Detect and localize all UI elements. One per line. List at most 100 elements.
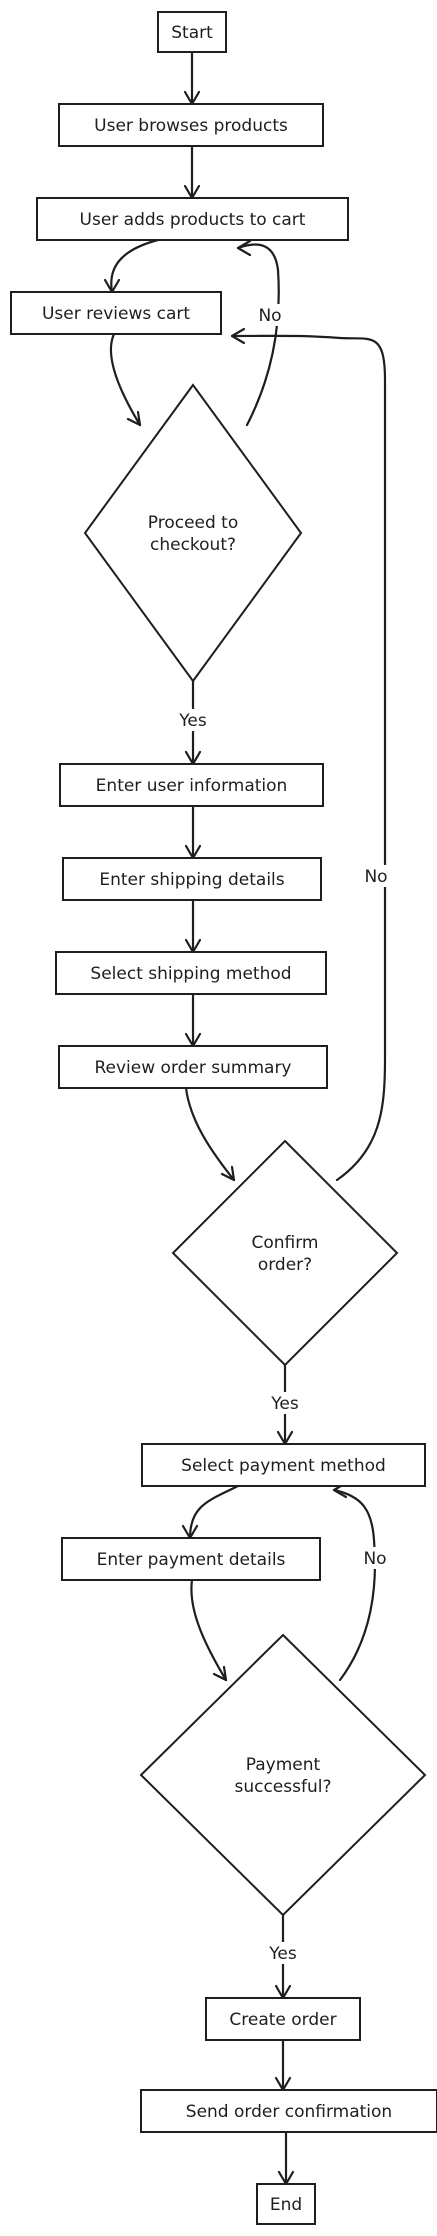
edge-browse-to-add-cart (183, 144, 201, 200)
connector-line (110, 238, 160, 294)
node-review-cart: User reviews cart (10, 291, 222, 335)
edge-payment-method-to-payment-details (181, 1484, 240, 1540)
node-label: Select payment method (181, 1456, 386, 1476)
node-shipping-method: Select shipping method (55, 951, 327, 995)
arrowhead-icon (236, 239, 252, 257)
edge-label-no: No (361, 1547, 389, 1569)
edge-label-background (265, 1392, 305, 1414)
node-box (62, 857, 322, 901)
node-box (157, 11, 227, 53)
node-payment-method: Select payment method (141, 1443, 426, 1487)
node-label: Enter payment details (97, 1550, 286, 1570)
edge-label-yes: Yes (173, 709, 213, 731)
edge-label-text: Yes (270, 1394, 299, 1414)
edge-label-text: No (364, 867, 387, 887)
arrowhead-icon (230, 327, 246, 345)
edge-review-cart-to-proceed (109, 332, 142, 427)
node-box (141, 1443, 426, 1487)
edge-label-background (173, 709, 213, 731)
node-label: User reviews cart (42, 304, 190, 324)
node-label: successful? (234, 1777, 331, 1797)
arrowhead-icon (126, 410, 142, 427)
decision-diamond (171, 1139, 399, 1367)
edge-create-order-to-send-confirmation (274, 2038, 292, 2092)
node-order-summary: Review order summary (58, 1045, 328, 1089)
decision-diamond (83, 383, 303, 683)
node-box (58, 1045, 328, 1089)
node-create-order: Create order (205, 1997, 361, 2041)
node-label: Enter user information (96, 776, 288, 796)
connector-line (332, 1488, 377, 1682)
node-label: Send order confirmation (186, 2102, 392, 2122)
node-box (58, 103, 324, 147)
edge-user-info-to-shipping-details (184, 804, 202, 860)
arrowhead-icon (220, 1165, 236, 1182)
edge-label-background (263, 1942, 303, 1964)
edge-label-background (361, 1547, 389, 1569)
connector-line (184, 1086, 236, 1182)
edge-start-to-browse (183, 50, 201, 106)
edge-label-yes: Yes (263, 1942, 303, 1964)
connector-line (109, 332, 142, 427)
edge-label-text: No (363, 1549, 386, 1569)
node-shipping-details: Enter shipping details (62, 857, 322, 901)
edge-label-yes: Yes (265, 1392, 305, 1414)
connector-line (230, 334, 387, 1182)
node-box (256, 2183, 316, 2225)
node-label: Enter shipping details (99, 870, 284, 890)
node-label: Start (171, 23, 213, 43)
node-label: User browses products (94, 116, 288, 136)
edge-payment-details-to-payment-ok (190, 1578, 228, 1682)
edge-label-no: No (256, 304, 284, 326)
node-label: checkout? (150, 535, 236, 555)
node-box (10, 291, 222, 335)
node-box (55, 951, 327, 995)
arrowhead-icon (212, 1665, 228, 1682)
node-label: Proceed to (148, 513, 239, 533)
node-end: End (256, 2183, 316, 2225)
edge-label-text: Yes (178, 711, 207, 731)
node-box (140, 2089, 437, 2133)
node-box (36, 197, 349, 241)
edge-confirm-to-review-cart (230, 327, 387, 1182)
edge-shipping-details-to-shipping-method (184, 898, 202, 954)
decision-diamond (139, 1633, 427, 1917)
node-label: Create order (229, 2010, 336, 2030)
node-send-confirmation: Send order confirmation (140, 2089, 437, 2133)
node-label: Confirm (251, 1233, 318, 1253)
node-label: User adds products to cart (80, 210, 306, 230)
edge-label-text: Yes (268, 1944, 297, 1964)
node-browse: User browses products (58, 103, 324, 147)
connector-line (188, 1484, 240, 1540)
node-box (61, 1537, 321, 1581)
node-label: Select shipping method (90, 964, 291, 984)
edge-label-background (362, 865, 390, 887)
connector-line (190, 1578, 228, 1682)
node-user-info: Enter user information (59, 763, 324, 807)
connector-line (236, 243, 280, 427)
node-box (205, 1997, 361, 2041)
edge-shipping-method-to-order-summary (184, 992, 202, 1048)
edge-label-text: No (258, 306, 281, 326)
node-start: Start (157, 11, 227, 53)
edge-payment-ok-to-payment-method (332, 1481, 377, 1682)
node-payment-details: Enter payment details (61, 1537, 321, 1581)
edge-order-summary-to-confirm (184, 1086, 236, 1182)
edge-label-no: No (362, 865, 390, 887)
edge-label-background (256, 304, 284, 326)
node-label: End (270, 2195, 302, 2215)
edge-add-cart-to-review-cart (103, 238, 160, 294)
node-label: Payment (246, 1755, 321, 1775)
edge-send-confirmation-to-end (277, 2130, 295, 2186)
edge-proceed-to-add-cart (236, 239, 280, 427)
node-label: order? (258, 1255, 312, 1275)
node-box (59, 763, 324, 807)
node-label: Review order summary (94, 1058, 291, 1078)
node-add-cart: User adds products to cart (36, 197, 349, 241)
